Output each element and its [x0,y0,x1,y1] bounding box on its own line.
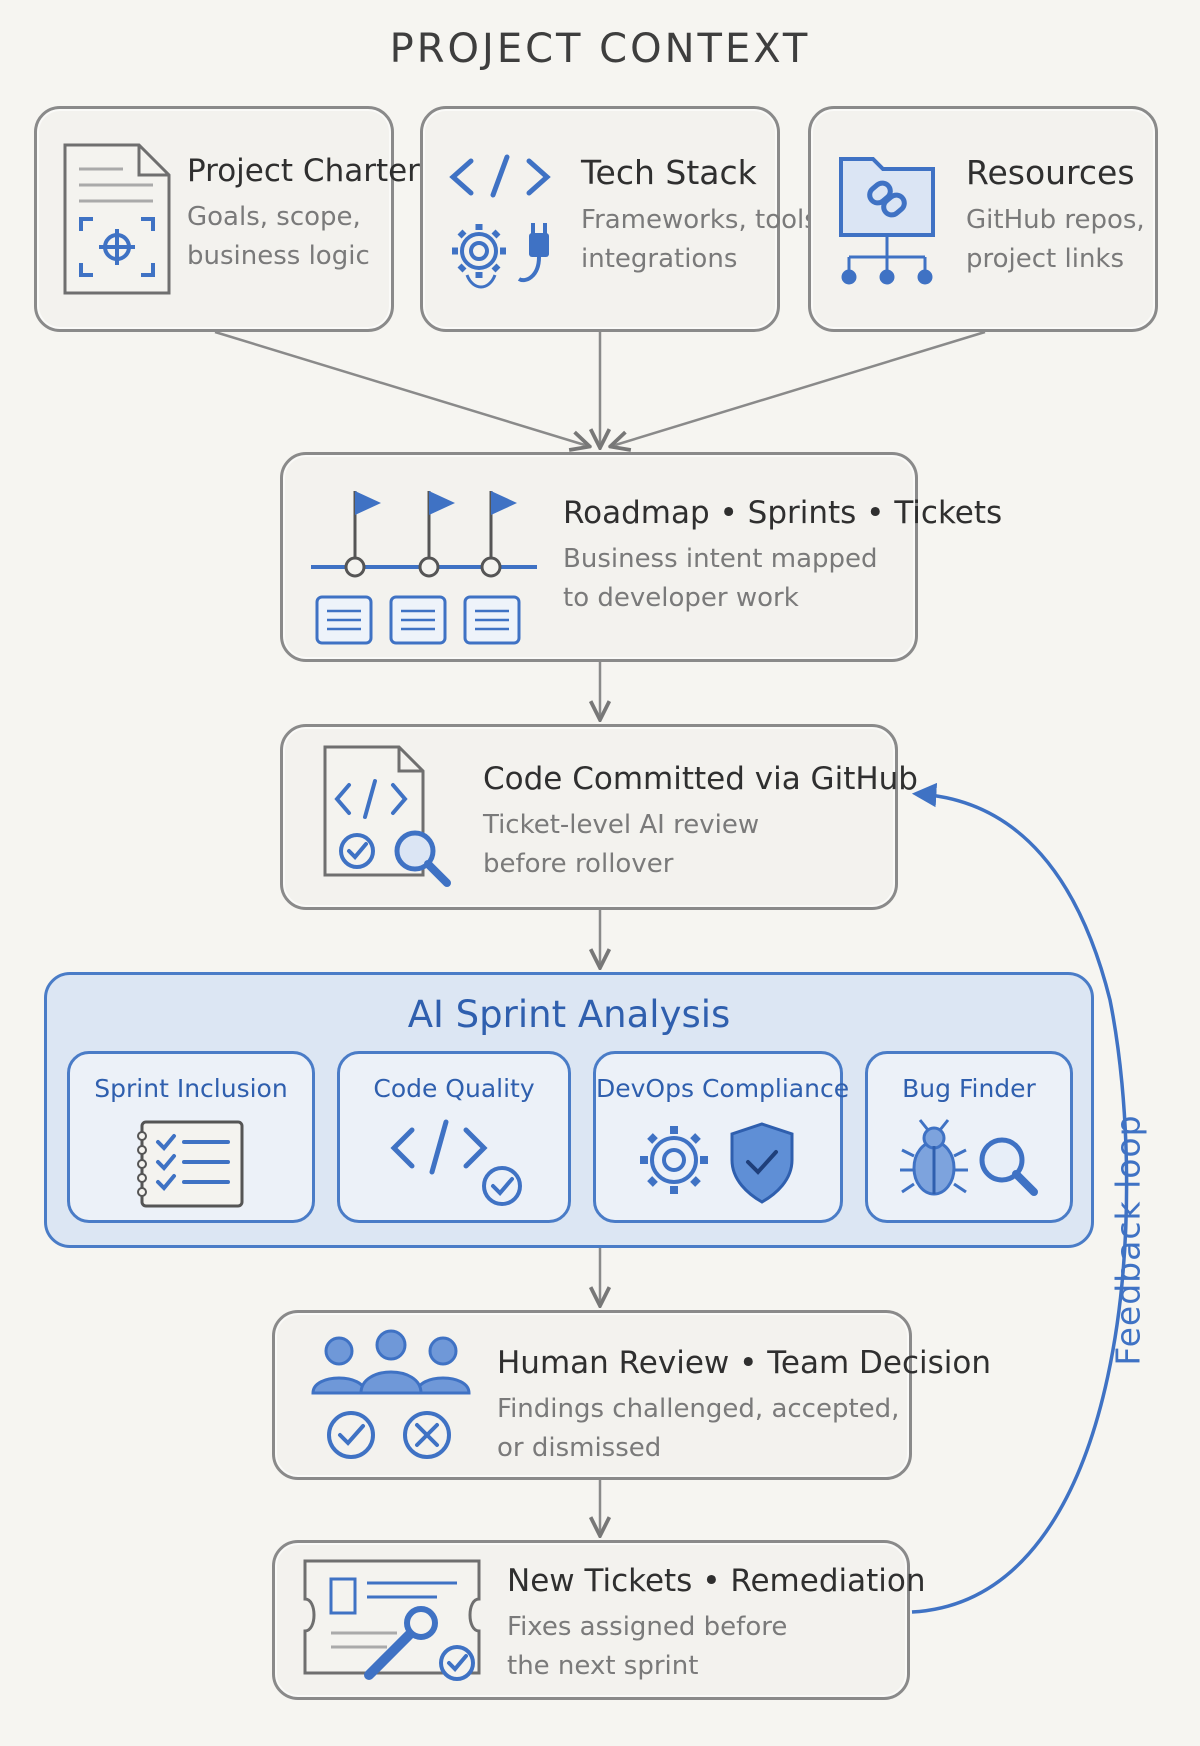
charter-document-icon [57,139,177,303]
code-committed-card: Code Committed via GitHub Ticket-level A… [280,724,918,910]
roadmap-sprints-tickets-card: Roadmap • Sprints • Tickets Business int… [280,452,1002,662]
card-description: Goals, scope,business logic [187,202,370,272]
ai-card-label: Bug Finder [902,1074,1036,1103]
resources-card: Resources GitHub repos,project links [808,106,1158,332]
tech-stack-card: Tech Stack Frameworks, tools,integration… [420,106,826,332]
devops-compliance-card: DevOps Compliance [593,1051,850,1223]
checklist-icon [128,1116,258,1216]
human-review-card: Human Review • Team Decision Findings ch… [272,1310,991,1480]
sprint-inclusion-card: Sprint Inclusion [67,1051,315,1223]
card-description: Findings challenged, accepted,or dismiss… [497,1394,900,1464]
ai-sprint-analysis-panel: AI Sprint Analysis Sprint Inclusion Code… [44,972,1094,1248]
code-file-magnifier-icon [319,741,479,905]
team-accept-reject-icon [311,1327,471,1476]
ticket-wrench-icon [297,1551,497,1695]
arrow-resources-to-roadmap [612,330,986,446]
code-check-icon [386,1116,536,1216]
card-description: Frameworks, tools,integrations [581,204,827,274]
gear-shield-icon [636,1116,806,1216]
new-tickets-card: New Tickets • Remediation Fixes assigned… [272,1540,926,1700]
ai-card-label: DevOps Compliance [596,1074,850,1103]
card-heading: Project Charter [187,153,420,189]
card-heading: Roadmap • Sprints • Tickets [563,495,1003,531]
card-heading: Tech Stack [581,153,757,192]
project-charter-card: Project Charter Goals, scope,business lo… [34,106,420,332]
folder-link-network-icon [835,145,945,299]
arrow-charter-to-roadmap [214,330,588,446]
card-heading: Resources [966,153,1135,192]
flag-timeline-tickets-icon [307,477,547,651]
feedback-loop-label: Feedback loop [1108,1114,1148,1366]
card-description: GitHub repos,project links [966,204,1145,274]
ai-card-label: Code Quality [373,1074,535,1103]
card-heading: Code Committed via GitHub [483,761,918,797]
bug-magnifier-icon [898,1116,1048,1216]
page-title: PROJECT CONTEXT [389,26,811,72]
ai-panel-title: AI Sprint Analysis [407,993,731,1036]
code-gear-plug-icon [445,151,565,295]
feedback-loop-arrow [911,782,1129,1614]
card-heading: Human Review • Team Decision [497,1345,992,1381]
bug-finder-card: Bug Finder [865,1051,1073,1223]
code-quality-card: Code Quality [337,1051,571,1223]
ai-card-label: Sprint Inclusion [94,1074,288,1103]
card-heading: New Tickets • Remediation [507,1563,926,1599]
